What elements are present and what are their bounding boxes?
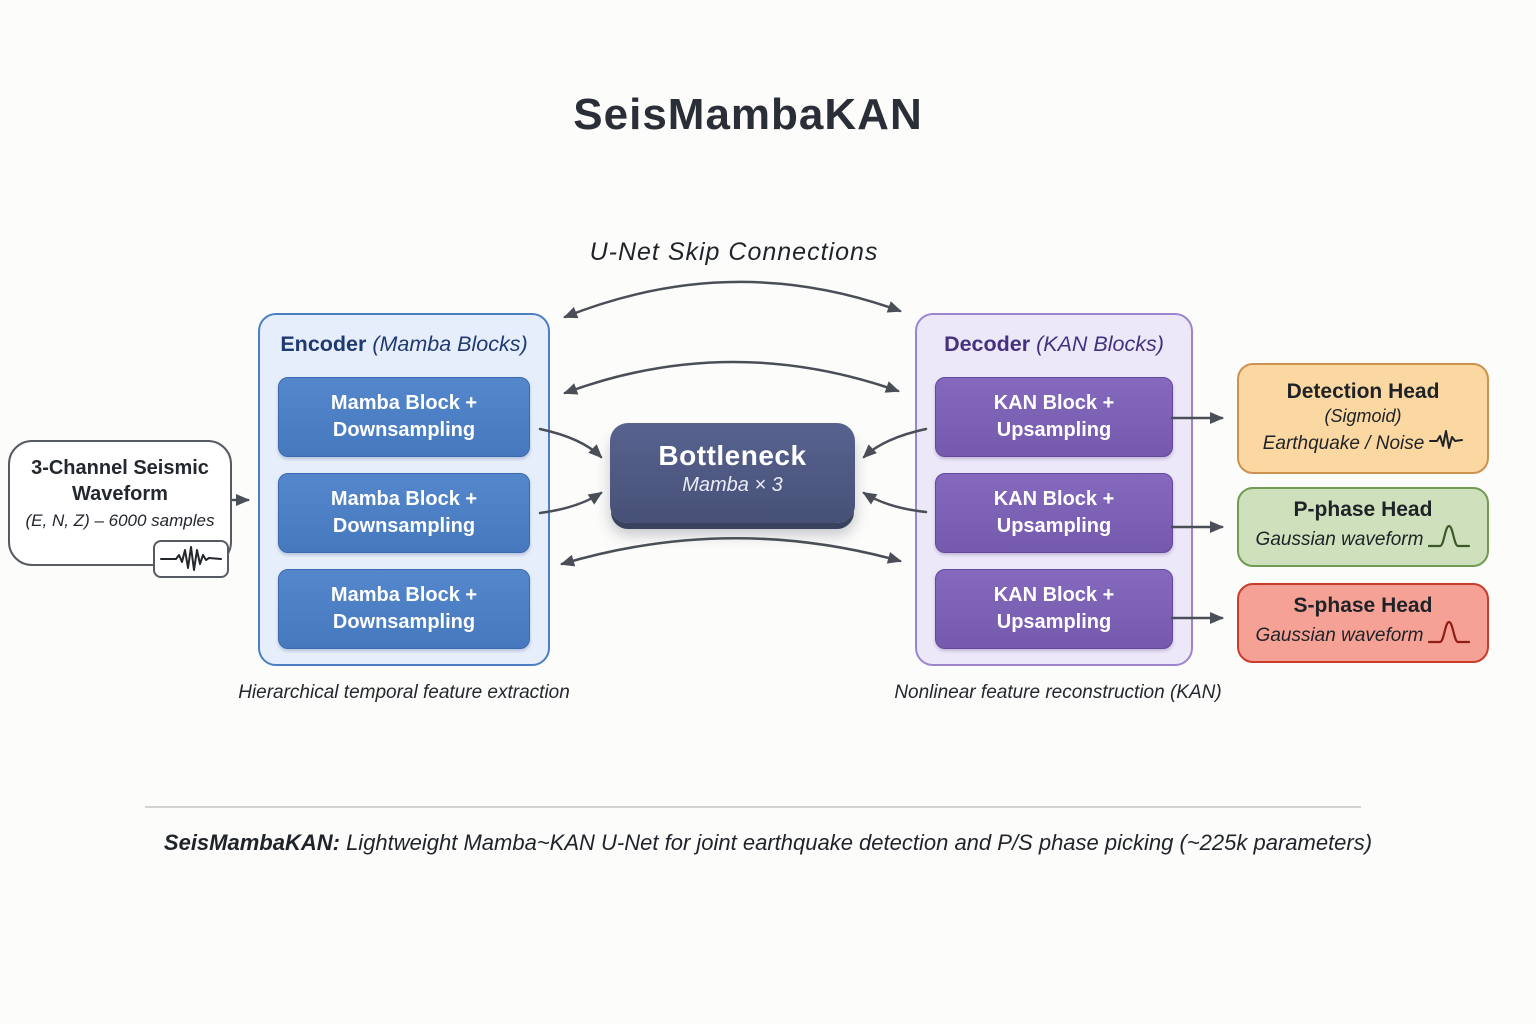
bottleneck-subtitle: Mamba × 3 xyxy=(682,474,783,496)
kan-block-1-line2: Upsampling xyxy=(996,419,1112,441)
skip-connection-arc-top xyxy=(563,280,902,319)
mamba-block-1-line2: Downsampling xyxy=(332,419,476,441)
p-phase-head-detail-text: Gaussian waveform xyxy=(1255,529,1424,551)
encoder-title-paren: (Mamba Blocks) xyxy=(372,332,528,356)
input-line1: 3-Channel Seismic xyxy=(31,457,209,479)
input-line3: (E, N, Z) – 6000 samples xyxy=(25,511,215,530)
decoder-caption: Nonlinear feature reconstruction (KAN) xyxy=(894,682,1222,703)
s-phase-head-detail: Gaussian waveform xyxy=(1239,619,1487,653)
mamba-block-2-line2: Downsampling xyxy=(332,515,476,537)
kan-block-2-line1: KAN Block + xyxy=(993,488,1115,510)
detection-head-detail-text: Earthquake / Noise xyxy=(1262,432,1425,454)
gaussian-curve-icon xyxy=(1428,619,1471,653)
encoder-container: Encoder (Mamba Blocks) Mamba Block + Dow… xyxy=(258,313,550,666)
kan-block-3-line2: Upsampling xyxy=(996,611,1112,633)
footer-divider xyxy=(145,806,1361,808)
detection-head-box: Detection Head (Sigmoid) Earthquake / No… xyxy=(1237,363,1489,474)
s-phase-head-detail-text: Gaussian waveform xyxy=(1255,625,1424,647)
detection-head-title: Detection Head xyxy=(1286,379,1440,403)
kan-block-3-line1: KAN Block + xyxy=(993,584,1115,606)
mamba-block-3: Mamba Block + Downsampling xyxy=(278,569,530,649)
input-waveform-box: 3-Channel Seismic Waveform (E, N, Z) – 6… xyxy=(8,440,232,578)
decoder-title-text: Decoder xyxy=(944,332,1037,356)
mamba-block-3-line1: Mamba Block + xyxy=(330,584,478,606)
kan-block-3: KAN Block + Upsampling xyxy=(935,569,1173,649)
decoder-title-paren: (KAN Blocks) xyxy=(1036,332,1164,356)
p-phase-head-box: P-phase Head Gaussian waveform xyxy=(1237,487,1489,567)
encoder-title-text: Encoder xyxy=(280,332,373,356)
kan-block-2-line2: Upsampling xyxy=(996,515,1112,537)
decoder-title: Decoder (KAN Blocks) xyxy=(917,332,1191,357)
page-title: SeisMambaKAN xyxy=(573,90,923,139)
detection-head-subtitle: (Sigmoid) xyxy=(1324,406,1402,427)
gaussian-curve-icon xyxy=(1428,523,1471,557)
encoder-caption: Hierarchical temporal feature extraction xyxy=(238,682,570,703)
p-phase-head-title: P-phase Head xyxy=(1293,498,1433,522)
mamba-block-1: Mamba Block + Downsampling xyxy=(278,377,530,457)
bottleneck-title: Bottleneck xyxy=(658,440,807,471)
decoder-container: Decoder (KAN Blocks) KAN Block + Upsampl… xyxy=(915,313,1193,666)
skip-connection-arc-middle xyxy=(563,360,900,395)
mamba-block-1-line1: Mamba Block + xyxy=(330,392,478,414)
skip-connections-label: U-Net Skip Connections xyxy=(589,238,879,266)
footer-caption-text: Lightweight Mamba~KAN U-Net for joint ea… xyxy=(339,830,1373,855)
mamba-block-2: Mamba Block + Downsampling xyxy=(278,473,530,553)
s-phase-head-title: S-phase Head xyxy=(1293,594,1433,618)
bottleneck-block: Bottleneck Mamba × 3 xyxy=(610,423,855,523)
seismic-waveform-icon xyxy=(153,540,229,578)
input-line2: Waveform xyxy=(72,483,168,505)
skip-connection-arc-bottom xyxy=(560,536,902,567)
kan-block-1-line1: KAN Block + xyxy=(993,392,1115,414)
footer-caption: SeisMambaKAN: Lightweight Mamba~KAN U-Ne… xyxy=(68,830,1468,856)
mamba-block-2-line1: Mamba Block + xyxy=(330,488,478,510)
kan-block-2: KAN Block + Upsampling xyxy=(935,473,1173,553)
detection-head-detail: Earthquake / Noise xyxy=(1239,429,1487,459)
s-phase-head-box: S-phase Head Gaussian waveform xyxy=(1237,583,1489,663)
mamba-block-3-line2: Downsampling xyxy=(332,611,476,633)
kan-block-1: KAN Block + Upsampling xyxy=(935,377,1173,457)
p-phase-head-detail: Gaussian waveform xyxy=(1239,523,1487,557)
footer-caption-prefix: SeisMambaKAN: xyxy=(163,830,340,855)
quake-spike-icon xyxy=(1429,429,1464,459)
encoder-title: Encoder (Mamba Blocks) xyxy=(260,332,548,357)
